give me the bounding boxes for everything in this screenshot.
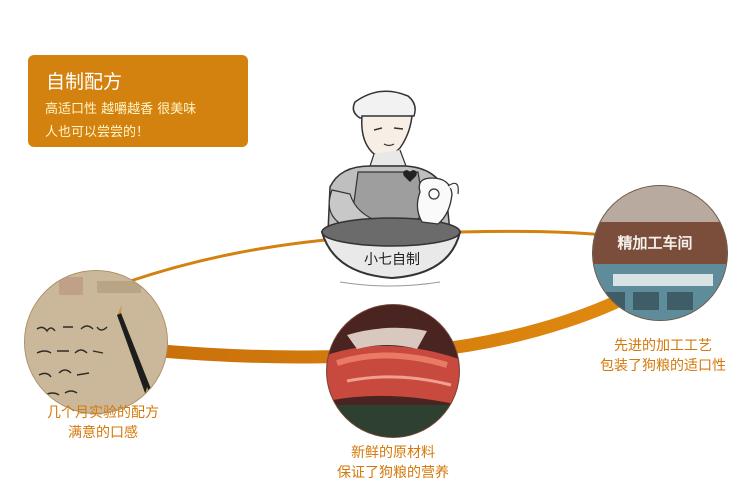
- feature-caption-line2: 保证了狗粮的营养: [337, 465, 449, 481]
- chef-illustration: 小七自制: [320, 90, 462, 287]
- promo-box: 自制配方 高适口性 越嚼越香 很美味 人也可以尝尝的！: [28, 55, 248, 147]
- feature-photo-recipe: [24, 270, 168, 414]
- promo-title: 自制配方: [46, 71, 123, 93]
- feature-caption-workshop: 先进的加工工艺 包装了狗粮的适口性: [578, 336, 748, 376]
- workshop-sign: 精加工车间: [617, 234, 692, 252]
- feature-photo-fish: [326, 304, 460, 438]
- feature-caption-recipe: 几个月实验的配方 满意的口感: [18, 403, 188, 443]
- promo-subtitle-line2: 人也可以尝尝的！: [45, 125, 150, 140]
- bowl-label: 小七自制: [364, 252, 420, 268]
- feature-caption-line2: 满意的口感: [68, 425, 138, 441]
- feature-caption-fish: 新鲜的原材料 保证了狗粮的营养: [308, 443, 478, 483]
- heart-icon: [403, 170, 417, 182]
- promo-subtitle-line1: 高适口性 越嚼越香 很美味: [45, 102, 197, 117]
- feature-caption-line1: 新鲜的原材料: [351, 445, 435, 461]
- feature-photo-workshop: 精加工车间: [592, 185, 728, 321]
- feature-caption-line2: 包装了狗粮的适口性: [600, 358, 726, 374]
- feature-caption-line1: 几个月实验的配方: [47, 405, 159, 421]
- feature-caption-line1: 先进的加工工艺: [614, 338, 712, 354]
